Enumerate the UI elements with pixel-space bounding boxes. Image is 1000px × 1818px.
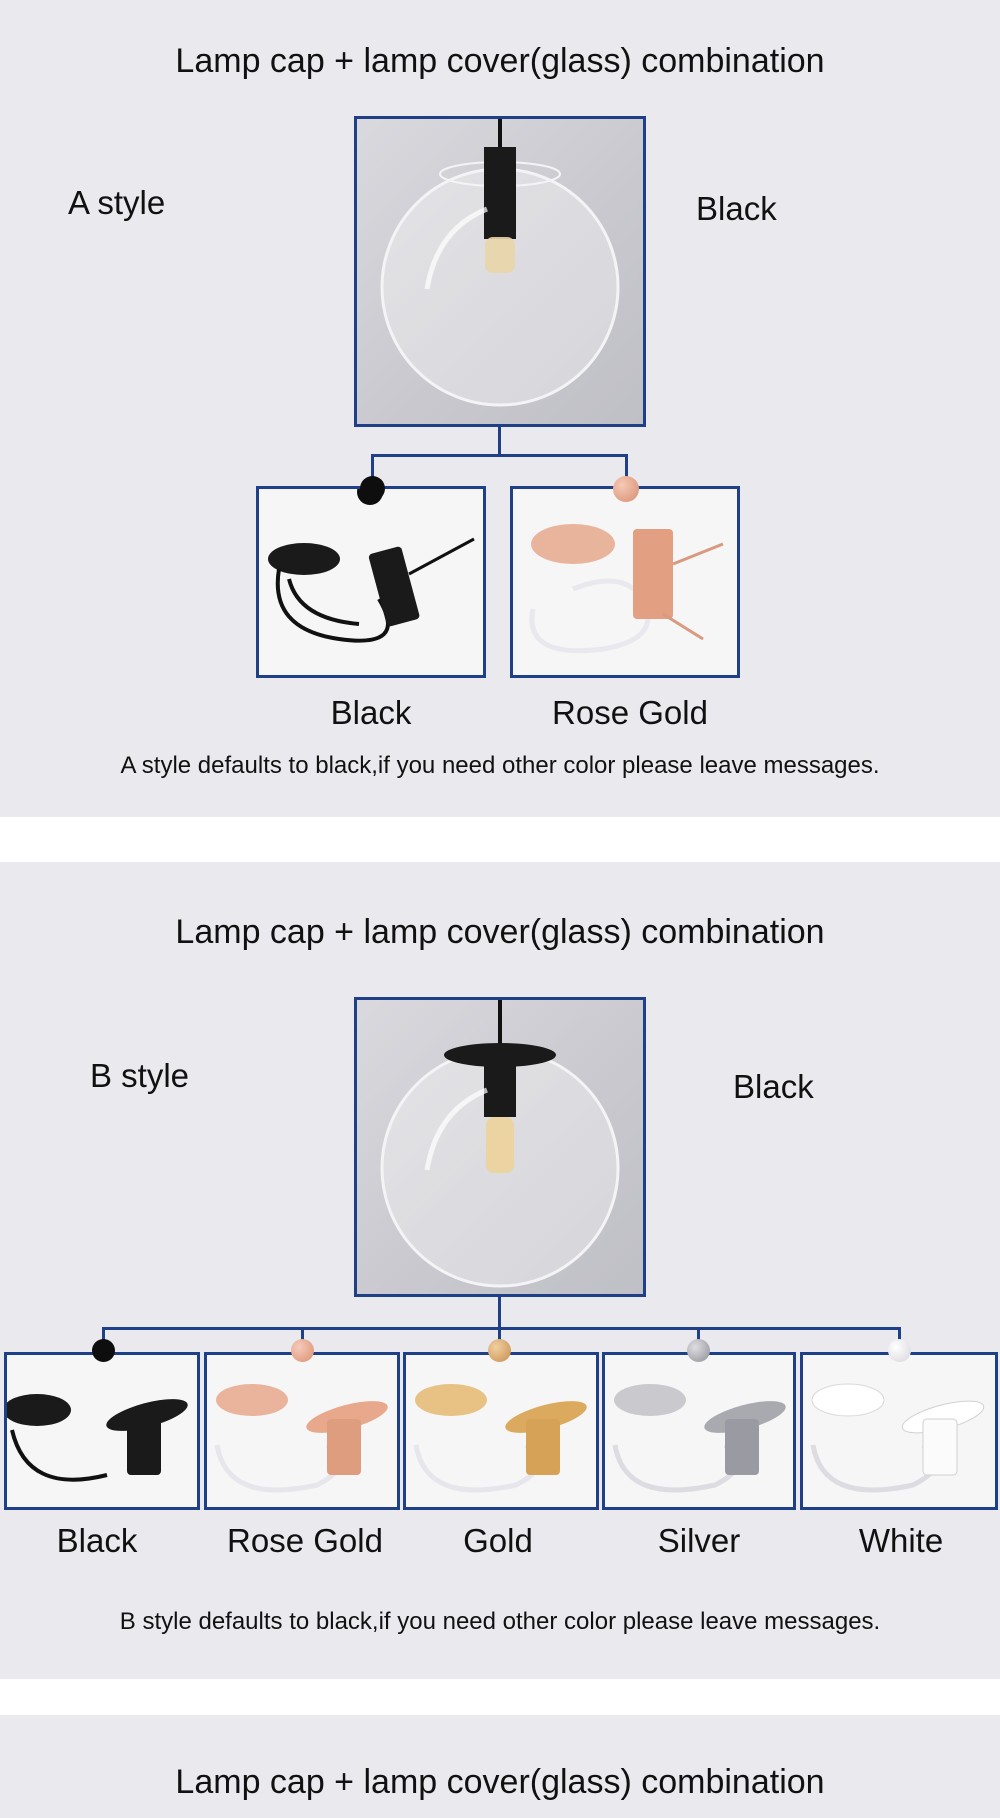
b-swatch-silver — [687, 1339, 710, 1362]
section-a-panel: Lamp cap + lamp cover(glass) combination… — [0, 0, 1000, 817]
b-silver-cap-kit-icon — [612, 1384, 786, 1493]
a-style-label: A style — [68, 184, 166, 221]
section-c-panel: Lamp cap + lamp cover(glass) combination — [0, 1715, 1000, 1818]
a-option-rose-gold-image — [510, 486, 740, 678]
b-connector-2 — [301, 1327, 304, 1347]
a-option-rose-gold-label: Rose Gold — [552, 694, 708, 731]
b-option-white-label: White — [858, 1522, 944, 1559]
b-connector-vertical — [498, 1297, 501, 1329]
b-swatch-black — [92, 1339, 115, 1362]
b-style-label: B style — [90, 1057, 190, 1094]
a-glass-color-label: Black — [696, 190, 777, 227]
section-b-title: Lamp cap + lamp cover(glass) combination — [175, 913, 825, 951]
b-rose-gold-cap-kit-icon — [214, 1384, 388, 1493]
b-glass-color-label: Black — [733, 1068, 814, 1105]
black-cap-kit-icon — [268, 537, 475, 643]
b-option-silver-label: Silver — [657, 1522, 741, 1559]
b-swatch-gold — [488, 1339, 511, 1362]
b-connector-5 — [898, 1327, 901, 1347]
b-option-rose-gold-label: Rose Gold — [227, 1522, 383, 1559]
rose-gold-cap-kit-icon — [529, 524, 724, 654]
a-pendant-lamp-image — [354, 116, 646, 427]
a-connector-right — [625, 454, 628, 487]
a-connector-horizontal — [371, 454, 628, 457]
b-gold-cap-kit-icon — [413, 1384, 587, 1493]
a-option-black-label: Black — [330, 694, 412, 731]
b-option-gold-image — [403, 1352, 599, 1510]
b-black-cap-kit-icon — [7, 1394, 188, 1482]
a-connector-left — [371, 454, 374, 487]
b-option-silver-image — [602, 1352, 796, 1510]
b-pendant-lamp-image — [354, 997, 646, 1297]
b-connector-1 — [102, 1327, 105, 1347]
b-option-black-label: Black — [56, 1522, 138, 1559]
a-glass-globe-icon — [380, 119, 620, 407]
a-swatch-black — [360, 476, 385, 501]
b-option-black-image — [4, 1352, 200, 1510]
b-option-gold-label: Gold — [463, 1522, 533, 1559]
b-white-cap-kit-icon — [810, 1383, 985, 1493]
section-c-title: Lamp cap + lamp cover(glass) combination — [175, 1763, 825, 1801]
b-swatch-white — [888, 1339, 911, 1362]
a-connector-vertical — [498, 427, 501, 455]
b-swatch-rose-gold — [291, 1339, 314, 1362]
a-default-note: A style defaults to black,if you need ot… — [120, 752, 880, 779]
section-b-panel: Lamp cap + lamp cover(glass) combination… — [0, 862, 1000, 1679]
section-a-title: Lamp cap + lamp cover(glass) combination — [175, 42, 825, 80]
b-option-white-image — [800, 1352, 998, 1510]
b-glass-globe-icon — [380, 1000, 620, 1288]
b-connector-3 — [498, 1327, 501, 1347]
b-connector-4 — [697, 1327, 700, 1347]
a-swatch-rose-gold — [613, 476, 639, 502]
b-option-rose-gold-image — [204, 1352, 400, 1510]
a-option-black-image — [256, 486, 486, 678]
b-default-note: B style defaults to black,if you need ot… — [119, 1608, 881, 1635]
b-connector-horizontal — [102, 1327, 901, 1330]
